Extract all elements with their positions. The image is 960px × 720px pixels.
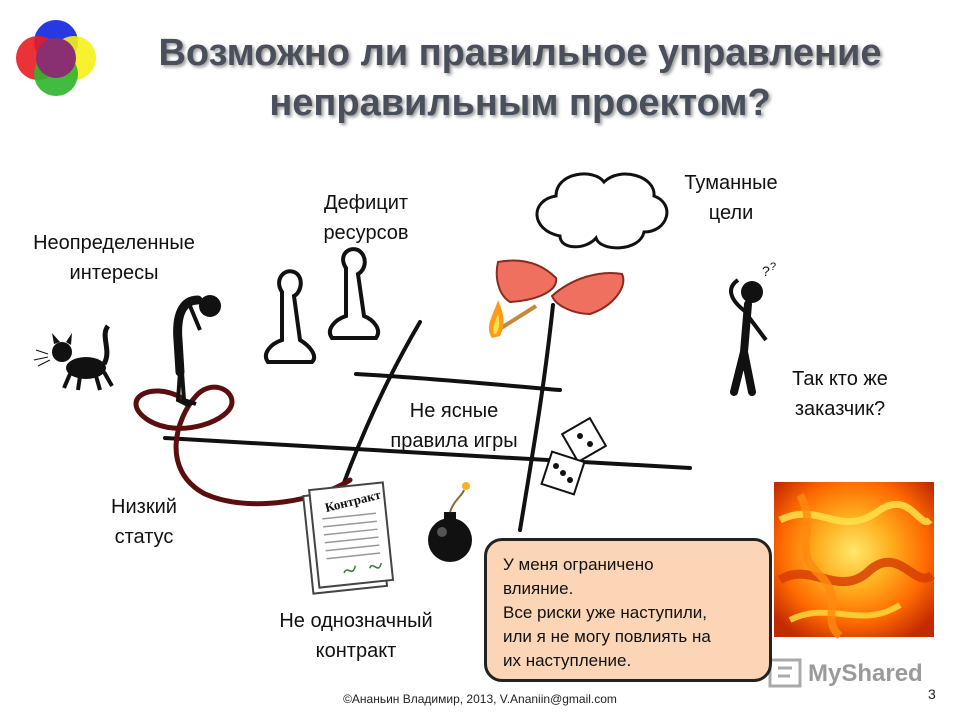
title-line-1: Возможно ли правильное управление [158, 32, 882, 74]
cross-line-3 [354, 372, 562, 392]
cat-icon [33, 324, 114, 391]
watermark-text: MyShared [808, 660, 923, 687]
label-foggy-goals: Туманные цели [684, 172, 778, 224]
label-low-status: Низкий статус [111, 496, 177, 548]
cloud-icon [535, 172, 669, 250]
bomb-icon [428, 482, 472, 562]
note-line: их наступление. [503, 651, 632, 670]
svg-text:?: ? [770, 261, 776, 273]
cross-line-4 [163, 436, 692, 470]
note-line: Все риски уже наступили, [503, 603, 708, 622]
label-resource-deficit: Дефицит ресурсов [323, 192, 409, 244]
page-number: 3 [928, 686, 936, 702]
page-title: Возможно ли правильное управление неправ… [90, 28, 950, 128]
title-line-2: неправильным проектом? [269, 82, 771, 124]
influence-note-box: У меня ограничено влияние. Все риски уже… [484, 538, 772, 682]
matches-icon [488, 300, 538, 338]
watermark-logo-icon [768, 658, 802, 688]
label-unclear-rules: Не ясные правила игры [390, 400, 518, 452]
sad-person-icon [173, 295, 221, 408]
label-ambiguous-contract: Не однозначный контракт [279, 610, 433, 662]
pawn-icon [263, 269, 317, 364]
note-line: влияние. [503, 579, 574, 598]
hands-icon [495, 259, 625, 316]
note-line: или я не могу повлиять на [503, 627, 711, 646]
color-circles-logo-icon [16, 20, 96, 96]
svg-text:?: ? [762, 263, 770, 279]
label-who-is-customer: Так кто же заказчик? [792, 368, 888, 420]
footer-copyright: ©Ананьин Владимир, 2013, V.Ananiin@gmail… [343, 692, 617, 706]
spiral-path [133, 384, 353, 507]
label-uncertain-interests: Неопределенные интересы [33, 232, 195, 284]
confused-person-icon: ? ? [729, 261, 776, 396]
cross-line-2 [518, 303, 555, 532]
pawn-icon-2 [327, 247, 381, 340]
dice-icon [540, 416, 608, 496]
fire-image [774, 482, 935, 640]
contract-document-icon [302, 481, 395, 595]
note-line: У меня ограничено [503, 555, 654, 574]
